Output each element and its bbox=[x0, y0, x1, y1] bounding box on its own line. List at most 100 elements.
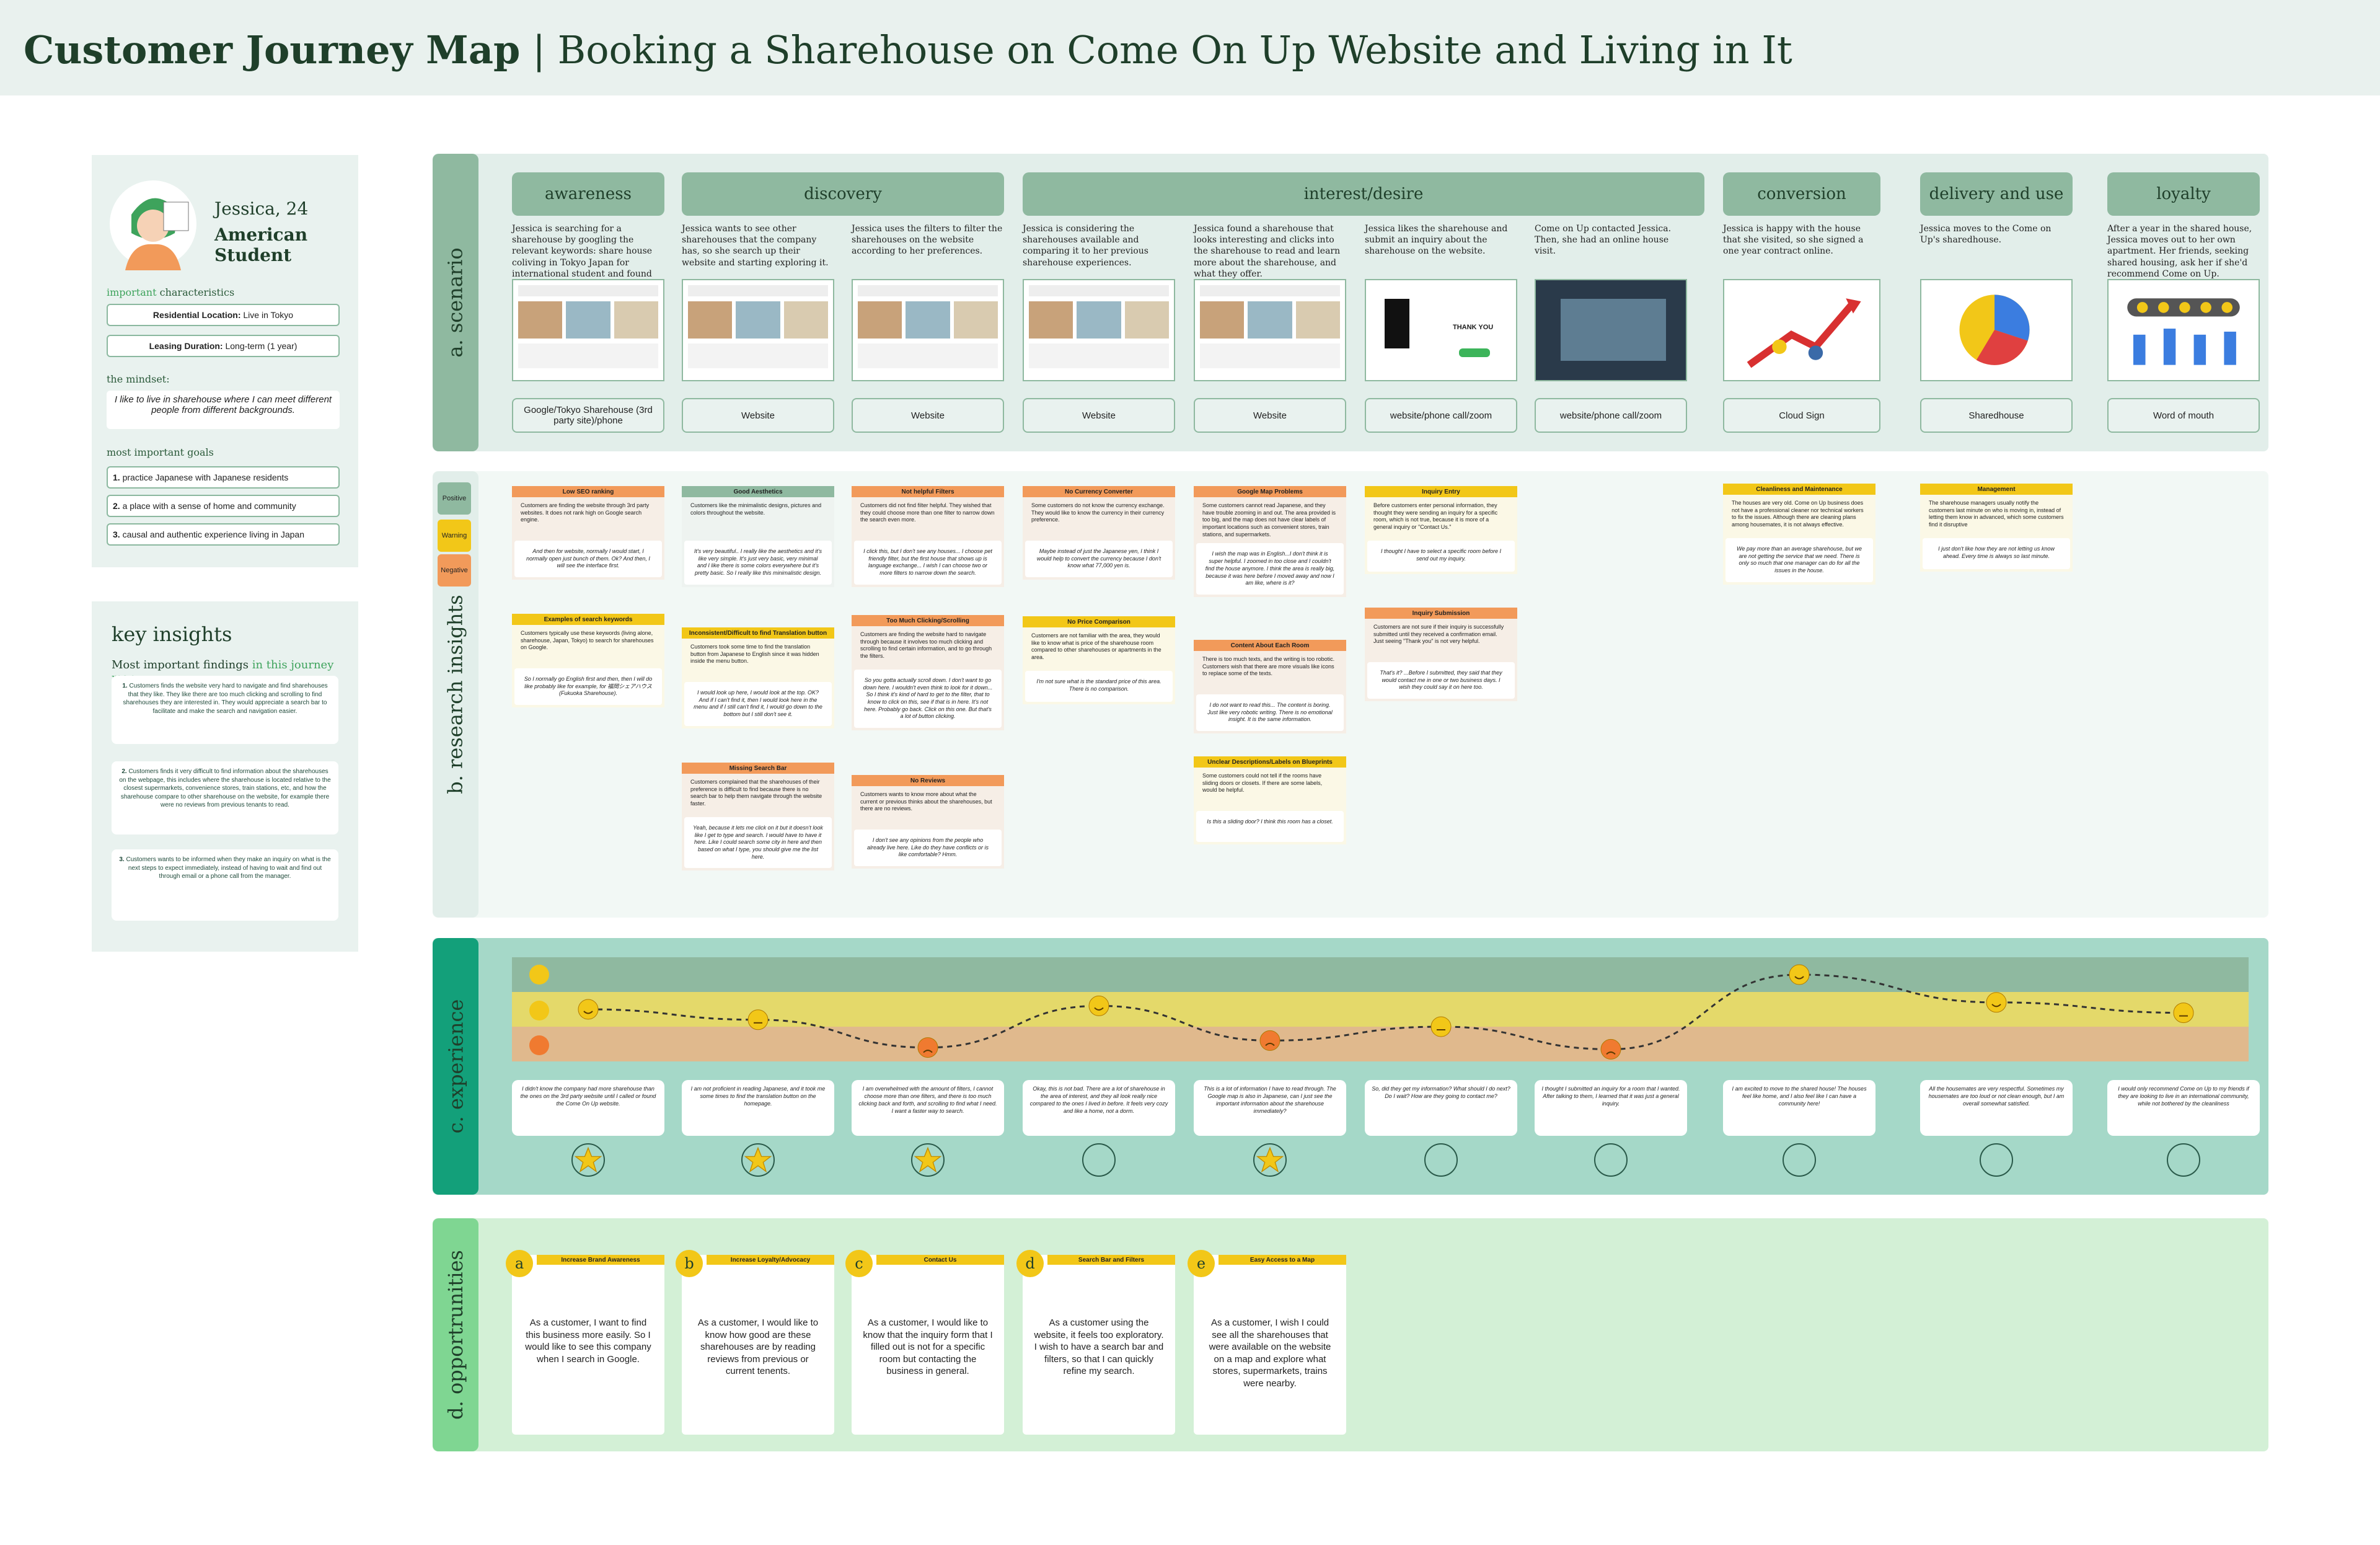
goal-item: 3. causal and authentic experience livin… bbox=[107, 523, 340, 546]
goals-label: most important goals bbox=[107, 446, 214, 458]
scenario-screenshot bbox=[512, 279, 664, 381]
goal-item: 2. a place with a sense of home and comm… bbox=[107, 495, 340, 517]
research-card-quote: We pay more than an average sharehouse, … bbox=[1726, 538, 1873, 582]
scenario-screenshot bbox=[1920, 279, 2073, 381]
research-card-body: Some customers cannot read Japanese, and… bbox=[1202, 502, 1336, 538]
research-card-title: Low SEO ranking bbox=[512, 486, 664, 497]
legend-positive: Positive bbox=[438, 482, 471, 515]
insights-sub: Most important findings bbox=[112, 658, 249, 671]
empty-circle-icon bbox=[1594, 1143, 1628, 1177]
tab-scenario: a. scenario bbox=[433, 154, 478, 451]
research-card-body: Customers are not sure if their inquiry … bbox=[1373, 624, 1504, 645]
location-box: Residential Location: Live in Tokyo bbox=[107, 304, 340, 326]
opportunity-title: Increase Loyalty/Advocacy bbox=[707, 1255, 834, 1265]
scenario-screenshot bbox=[1535, 279, 1687, 381]
scenario-screenshot bbox=[2107, 279, 2260, 381]
stage-interest: interest/desire bbox=[1023, 172, 1704, 216]
opportunity-title: Increase Brand Awareness bbox=[537, 1255, 664, 1265]
research-card-body: Customers are not familiar with the area… bbox=[1031, 632, 1161, 661]
scenario-text: Jessica moves to the Come on Up's shared… bbox=[1920, 224, 2052, 246]
stage-awareness: awareness bbox=[512, 172, 664, 216]
tab-experience: c. experience bbox=[433, 938, 478, 1195]
star-icon bbox=[1253, 1143, 1287, 1177]
band-negative bbox=[512, 1027, 2249, 1061]
experience-quote: This is a lot of information I have to r… bbox=[1194, 1080, 1346, 1136]
research-card-title: No Price Comparison bbox=[1023, 616, 1175, 627]
channel-box: Website bbox=[1194, 398, 1346, 433]
scenario-text: Jessica found a sharehouse that looks in… bbox=[1194, 224, 1341, 279]
research-card: Unclear Descriptions/Labels on Blueprint… bbox=[1194, 756, 1346, 844]
scenario-screenshot bbox=[1194, 279, 1346, 381]
scenario-screenshot bbox=[1023, 279, 1175, 381]
research-card-quote: I thought I have to select a specific ro… bbox=[1367, 541, 1515, 572]
star-icon bbox=[741, 1143, 775, 1177]
research-card-quote: So you gotta actually scroll down. I don… bbox=[854, 670, 1002, 728]
research-card-body: Customers like the minimalistic designs,… bbox=[690, 502, 822, 516]
scenario-screenshot bbox=[682, 279, 834, 381]
opportunity-letter: b bbox=[676, 1250, 703, 1277]
research-card-body: Some customers could not tell if the roo… bbox=[1202, 772, 1323, 794]
tab-opportunities: d. opportrunities bbox=[433, 1218, 478, 1451]
research-card-quote: So I normally go English first and then,… bbox=[514, 668, 662, 706]
scenario-screenshot: THANK YOU bbox=[1365, 279, 1517, 381]
band-warning bbox=[512, 992, 2249, 1027]
experience-quote: I didn't know the company had more share… bbox=[512, 1080, 664, 1136]
opportunity-title: Easy Access to a Map bbox=[1219, 1255, 1346, 1265]
empty-circle-icon bbox=[1424, 1143, 1458, 1177]
research-card-quote: I don't see any opinions from the people… bbox=[854, 830, 1002, 867]
header: Customer Journey Map | Booking a Shareho… bbox=[0, 0, 2380, 95]
opportunity-text: As a customer, I would like to know that… bbox=[863, 1317, 993, 1376]
star-icon bbox=[911, 1143, 945, 1177]
stage-loyalty: loyalty bbox=[2107, 172, 2260, 216]
key-insights-panel: key insights Most important findings in … bbox=[92, 601, 358, 952]
research-card-quote: I would look up here, I would look at th… bbox=[684, 682, 832, 726]
channel-box: website/phone call/zoom bbox=[1535, 398, 1687, 433]
research-card-title: Too Much Clicking/Scrolling bbox=[852, 615, 1004, 626]
research-card-title: Inquiry Submission bbox=[1365, 608, 1517, 619]
scenario-text: Come on Up contacted Jessica. Then, she … bbox=[1535, 224, 1672, 257]
title-bold: Customer Journey Map bbox=[24, 27, 521, 73]
empty-circle-icon bbox=[1980, 1143, 2013, 1177]
research-card-quote: Yeah, because it lets me click on it but… bbox=[684, 817, 832, 869]
duration-label: Leasing Duration: bbox=[149, 341, 223, 351]
research-card-quote: Is this a sliding door? I think this roo… bbox=[1196, 811, 1344, 842]
scenario-text: Jessica is considering the sharehouses a… bbox=[1023, 224, 1148, 268]
stage-conversion: conversion bbox=[1723, 172, 1880, 216]
research-card-body: The houses are very old. Come on Up busi… bbox=[1732, 500, 1864, 528]
research-card-title: Good Aesthetics bbox=[682, 486, 834, 497]
label-characteristics: characteristics bbox=[159, 286, 235, 298]
mindset-label: the mindset: bbox=[107, 373, 170, 385]
research-card-quote: Maybe instead of just the Japanese yen, … bbox=[1025, 541, 1173, 578]
research-card-title: Inconsistent/Difficult to find Translati… bbox=[682, 627, 834, 639]
research-card-title: Missing Search Bar bbox=[682, 763, 834, 774]
research-card-title: Not helpful Filters bbox=[852, 486, 1004, 497]
experience-quote: I am excited to move to the shared house… bbox=[1723, 1080, 1875, 1136]
insight-card: 2. Customers finds it very difficult to … bbox=[112, 761, 338, 834]
research-card-quote: It's very beautiful.. I really like the … bbox=[684, 541, 832, 585]
duration-value: Long-term (1 year) bbox=[225, 341, 298, 351]
research-card-quote: I'm not sure what is the standard price … bbox=[1025, 671, 1173, 702]
scenario-text: Jessica uses the filters to filter the s… bbox=[852, 224, 1003, 257]
research-card-quote: I do not want to read this... The conten… bbox=[1196, 694, 1344, 732]
research-card-title: Google Map Problems bbox=[1194, 486, 1346, 497]
research-card-body: There is too much texts, and the writing… bbox=[1202, 656, 1335, 677]
page-title: Customer Journey Map | Booking a Shareho… bbox=[24, 27, 1792, 73]
scenario-screenshot bbox=[1723, 279, 1880, 381]
opportunity-text: As a customer, I want to find this busin… bbox=[525, 1317, 651, 1365]
empty-circle-icon bbox=[1082, 1143, 1116, 1177]
opportunity-text: As a customer, I would like to know how … bbox=[697, 1317, 819, 1376]
opportunity-title: Search Bar and Filters bbox=[1047, 1255, 1175, 1265]
scenario-text: After a year in the shared house, Jessic… bbox=[2107, 224, 2252, 279]
persona-panel: Jessica, 24 American Student important c… bbox=[92, 155, 358, 567]
channel-box: Website bbox=[852, 398, 1004, 433]
insight-card: 3. Customers wants to be informed when t… bbox=[112, 849, 338, 921]
